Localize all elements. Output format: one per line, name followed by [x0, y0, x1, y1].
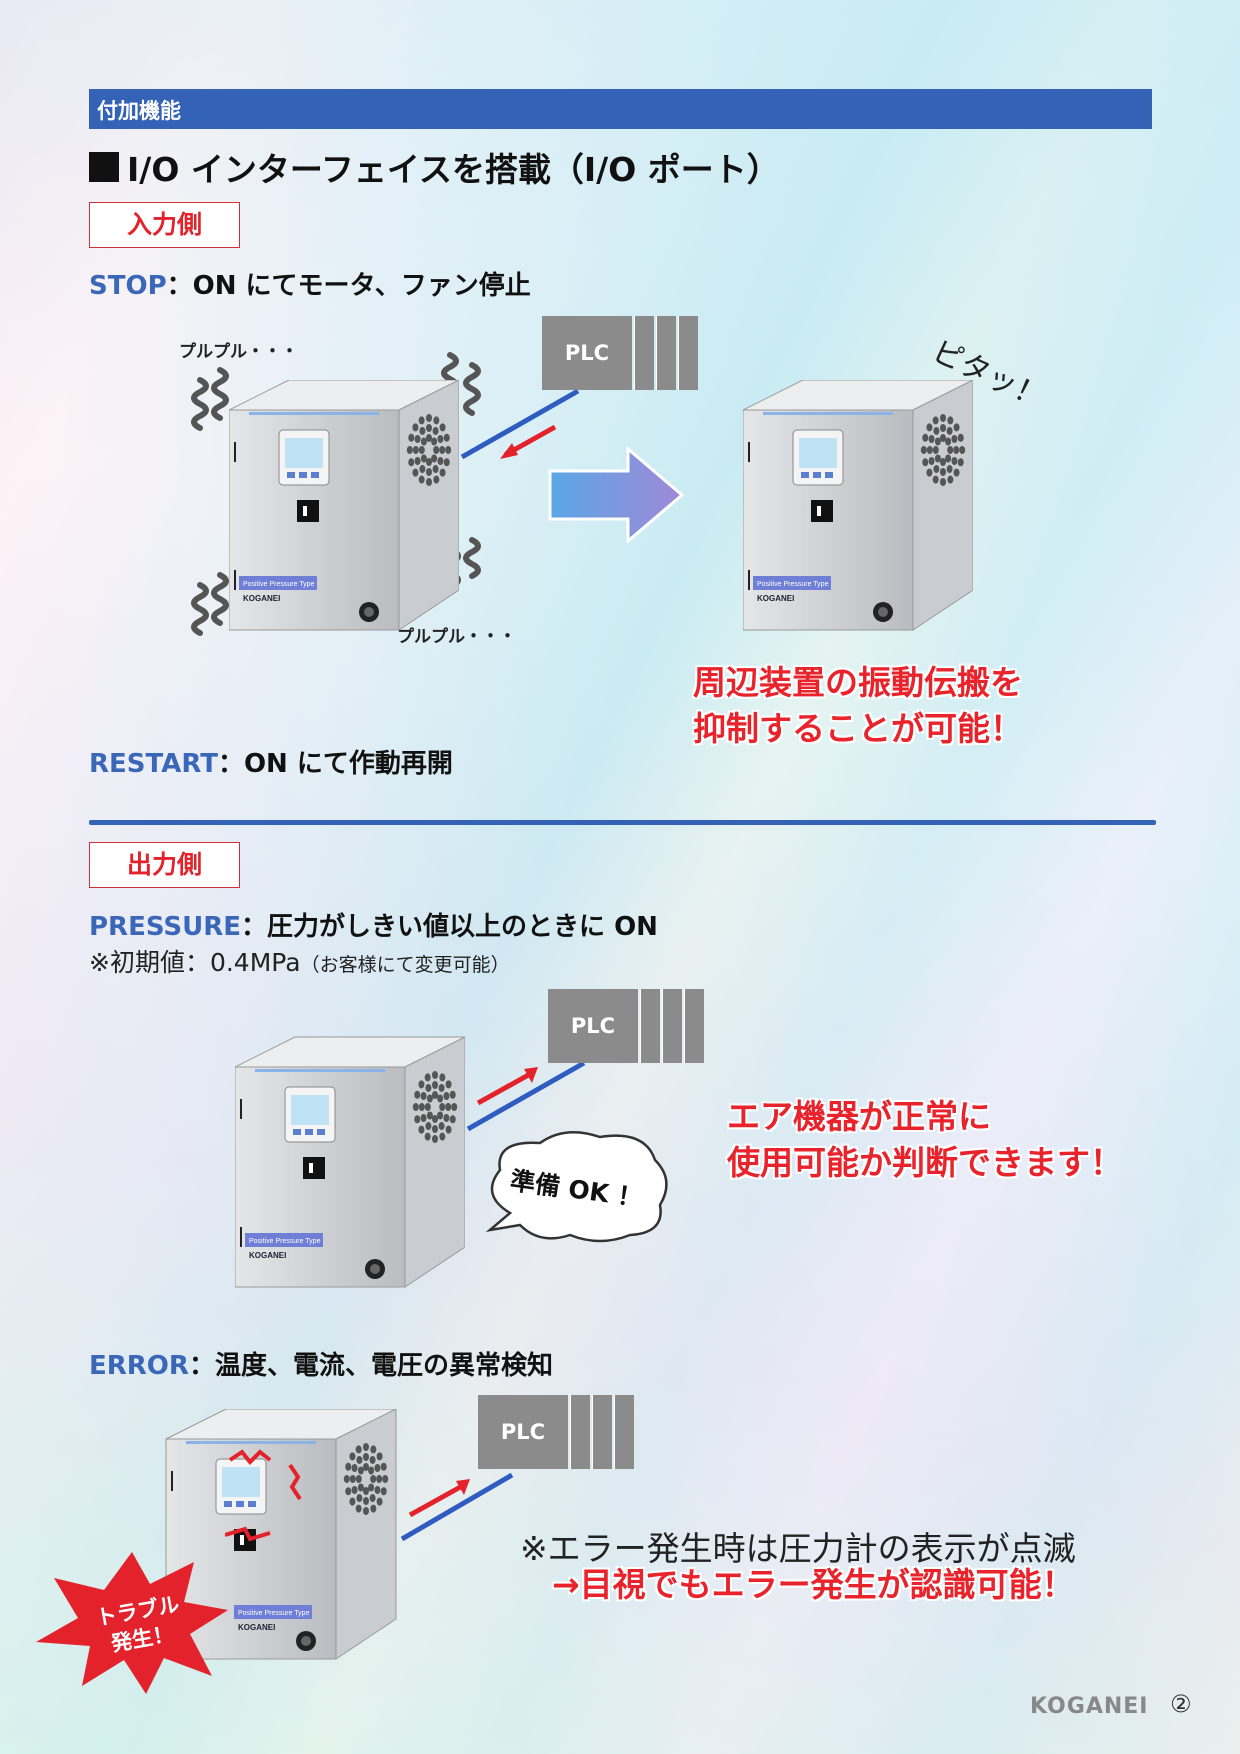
device-drawing: Positive Pressure Type KOGANEI: [165, 1408, 397, 1660]
section-header: 付加機能: [89, 89, 1152, 129]
restart-desc: ：ON にて作動再開: [217, 749, 453, 779]
pressure-key: PRESSURE: [89, 912, 242, 942]
section-divider: [89, 820, 1156, 825]
error-line: ERROR：温度、電流、電圧の異常検知: [89, 1345, 553, 1382]
svg-text:KOGANEI: KOGANEI: [243, 594, 280, 603]
svg-text:Positive Pressure Type: Positive Pressure Type: [757, 581, 829, 588]
pressure-desc: ：圧力がしきい値以上のときに ON: [241, 912, 658, 942]
device-image: Positive Pressure Type KOGANEI: [742, 379, 974, 632]
plc-label: PLC: [478, 1395, 568, 1469]
output-side-tag: 出力側: [89, 842, 240, 888]
vibration-label: プルプル・・・: [179, 342, 298, 362]
error-benefit: →目視でもエラー発生が認識可能！: [552, 1565, 1075, 1604]
device-image: Positive Pressure Type KOGANEI: [234, 1034, 466, 1292]
starburst-icon: [36, 1552, 228, 1694]
benefit-text: 周辺装置の振動伝搬を抑制することが可能！: [693, 663, 1023, 748]
plc-unit: PLC: [478, 1395, 634, 1469]
error-key: ERROR: [89, 1351, 189, 1381]
device-image: Positive Pressure Type KOGANEI: [165, 1408, 397, 1661]
vibration-label: プルプル・・・: [397, 627, 516, 647]
initial-value-note: ※初期値：0.4MPa（お客様にて変更可能）: [89, 948, 510, 977]
plc-unit: PLC: [548, 989, 704, 1063]
benefit-text: エア機器が正常に使用可能か判断できます！: [727, 1097, 1123, 1182]
square-bullet-icon: [89, 152, 119, 182]
svg-text:Positive Pressure Type: Positive Pressure Type: [243, 581, 315, 588]
page-title: I/O インターフェイスを搭載（I/O ポート）: [89, 143, 780, 191]
cable-signal-out: [466, 1060, 586, 1132]
plc-label: PLC: [542, 316, 632, 390]
page-number: ②: [1170, 1690, 1192, 1718]
device-drawing: Positive Pressure Type KOGANEI: [228, 379, 460, 631]
svg-text:Positive Pressure Type: Positive Pressure Type: [238, 1610, 310, 1617]
restart-key: RESTART: [89, 749, 218, 779]
cable-signal-in: [460, 388, 580, 460]
big-arrow-icon: [548, 447, 684, 543]
plc-label: PLC: [548, 989, 638, 1063]
svg-text:KOGANEI: KOGANEI: [249, 1251, 286, 1260]
pressure-line: PRESSURE：圧力がしきい値以上のときに ON: [89, 906, 658, 943]
alert-marks: [225, 1449, 302, 1542]
error-desc: ：温度、電流、電圧の異常検知: [188, 1351, 553, 1381]
device-drawing: Positive Pressure Type KOGANEI: [742, 379, 974, 631]
title-text: I/O インターフェイスを搭載（I/O ポート）: [127, 150, 780, 189]
stop-key: STOP: [89, 271, 167, 301]
input-side-tag: 入力側: [89, 202, 240, 248]
stop-line: STOP：ON にてモータ、ファン停止: [89, 265, 531, 302]
stop-desc: ：ON にてモータ、ファン停止: [166, 271, 531, 301]
svg-text:KOGANEI: KOGANEI: [757, 594, 794, 603]
error-note: ※エラー発生時は圧力計の表示が点滅: [520, 1529, 1076, 1568]
speech-bubble: [485, 1131, 668, 1243]
footer-logo: KOGANEI: [1030, 1694, 1149, 1719]
cable-signal-error: [400, 1472, 514, 1542]
device-drawing: Positive Pressure Type KOGANEI: [234, 1036, 466, 1288]
svg-text:KOGANEI: KOGANEI: [238, 1623, 275, 1632]
restart-line: RESTART：ON にて作動再開: [89, 743, 453, 780]
device-image: Positive Pressure Type KOGANEI: [228, 379, 460, 632]
svg-text:Positive Pressure Type: Positive Pressure Type: [249, 1238, 321, 1245]
plc-unit: PLC: [542, 316, 698, 390]
